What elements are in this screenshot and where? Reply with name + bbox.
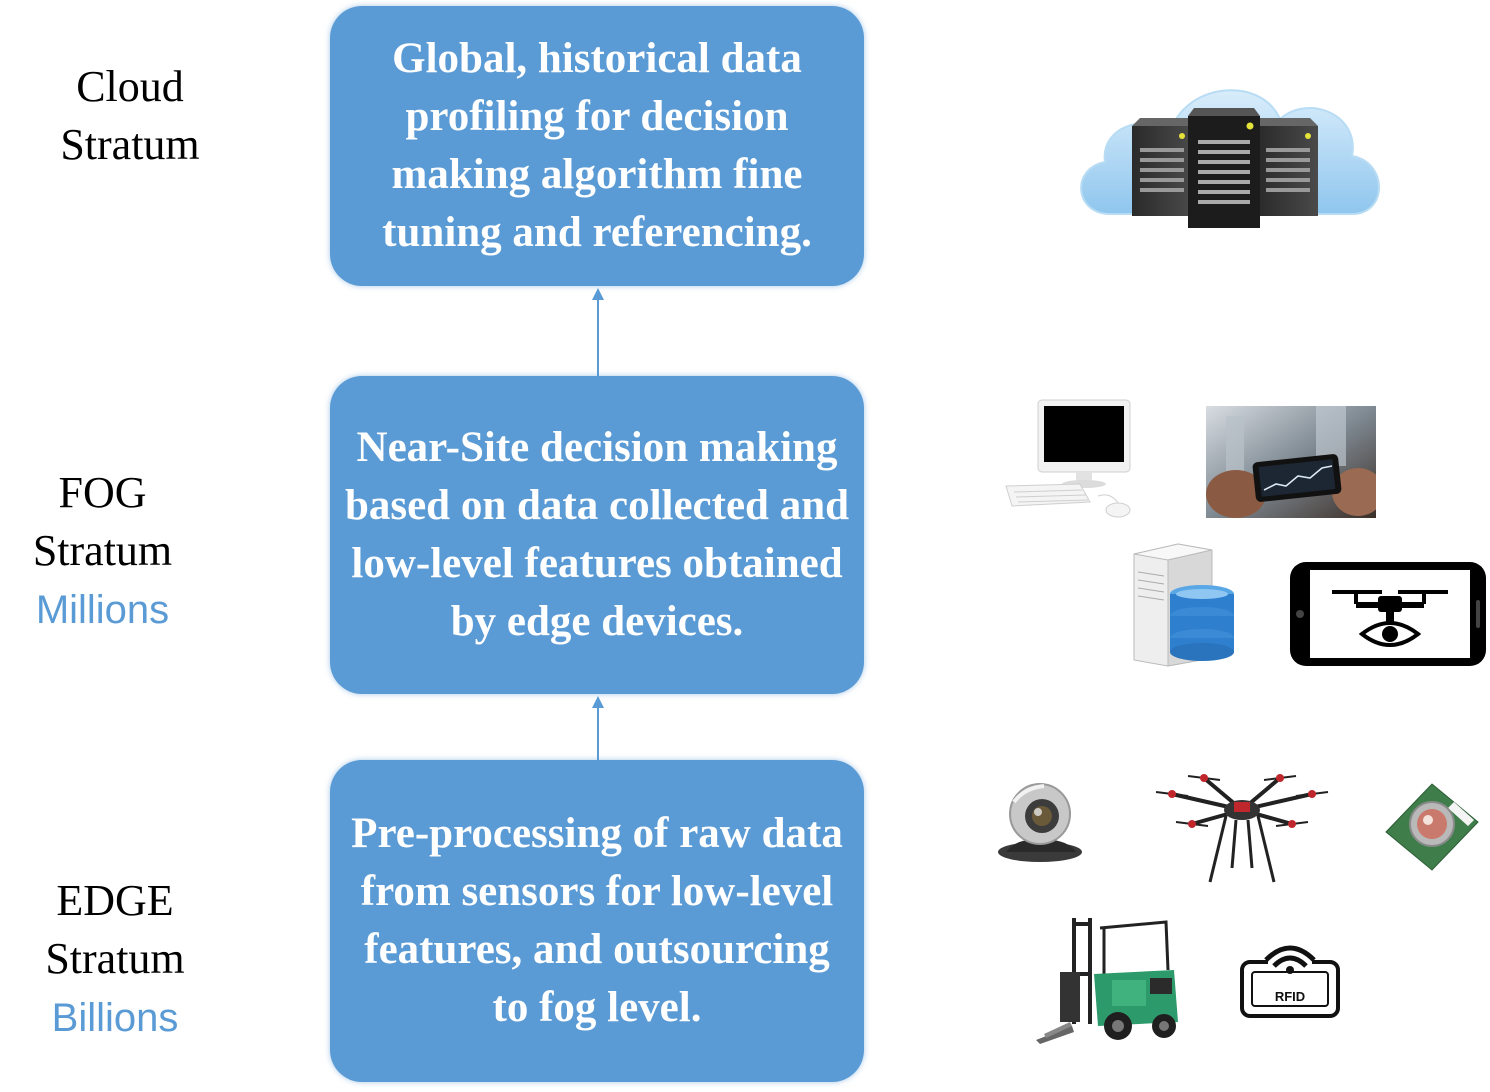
cloud-stratum-word: Stratum [60, 120, 200, 169]
fog-to-cloud-arrow [592, 288, 604, 376]
edge-stratum-label: EDGE Stratum Billions [25, 872, 205, 1048]
cloud-stratum-label: Cloud Stratum [40, 58, 220, 174]
cloud-box: Global, historical data profiling for de… [330, 6, 864, 286]
smartphone-stock-chart-icon [1206, 406, 1376, 518]
fog-stratum-label: FOG Stratum Millions [10, 464, 195, 640]
cloud-stratum-name: Cloud [76, 62, 184, 111]
server-database-icon [1133, 543, 1234, 667]
edge-box-text: Pre-processing of raw data from sensors … [351, 810, 843, 1031]
edge-box: Pre-processing of raw data from sensors … [330, 760, 864, 1082]
edge-stratum-word: Stratum [45, 934, 185, 983]
rfid-icon: RFID [1240, 945, 1340, 1018]
forklift-icon [1036, 918, 1178, 1044]
fog-box: Near-Site decision making based on data … [330, 376, 864, 694]
rfid-label: RFID [1275, 989, 1305, 1004]
fog-stratum-word: Stratum [32, 526, 173, 575]
fog-box-text: Near-Site decision making based on data … [344, 424, 850, 645]
smartphone-drone-surveillance-icon [1290, 562, 1486, 666]
hexacopter-drone-icon [1155, 774, 1329, 883]
cloud-servers-icon [1080, 89, 1380, 228]
cloud-box-text: Global, historical data profiling for de… [382, 35, 812, 256]
edge-to-fog-arrow [592, 696, 604, 762]
fog-device-count: Millions [35, 588, 170, 632]
desktop-computer-icon [1005, 399, 1131, 518]
webcam-icon [998, 783, 1082, 862]
sensor-module-icon [1385, 783, 1479, 871]
edge-device-count: Billions [51, 996, 179, 1040]
fog-stratum-name: FOG [58, 468, 147, 517]
edge-stratum-name: EDGE [56, 876, 174, 925]
